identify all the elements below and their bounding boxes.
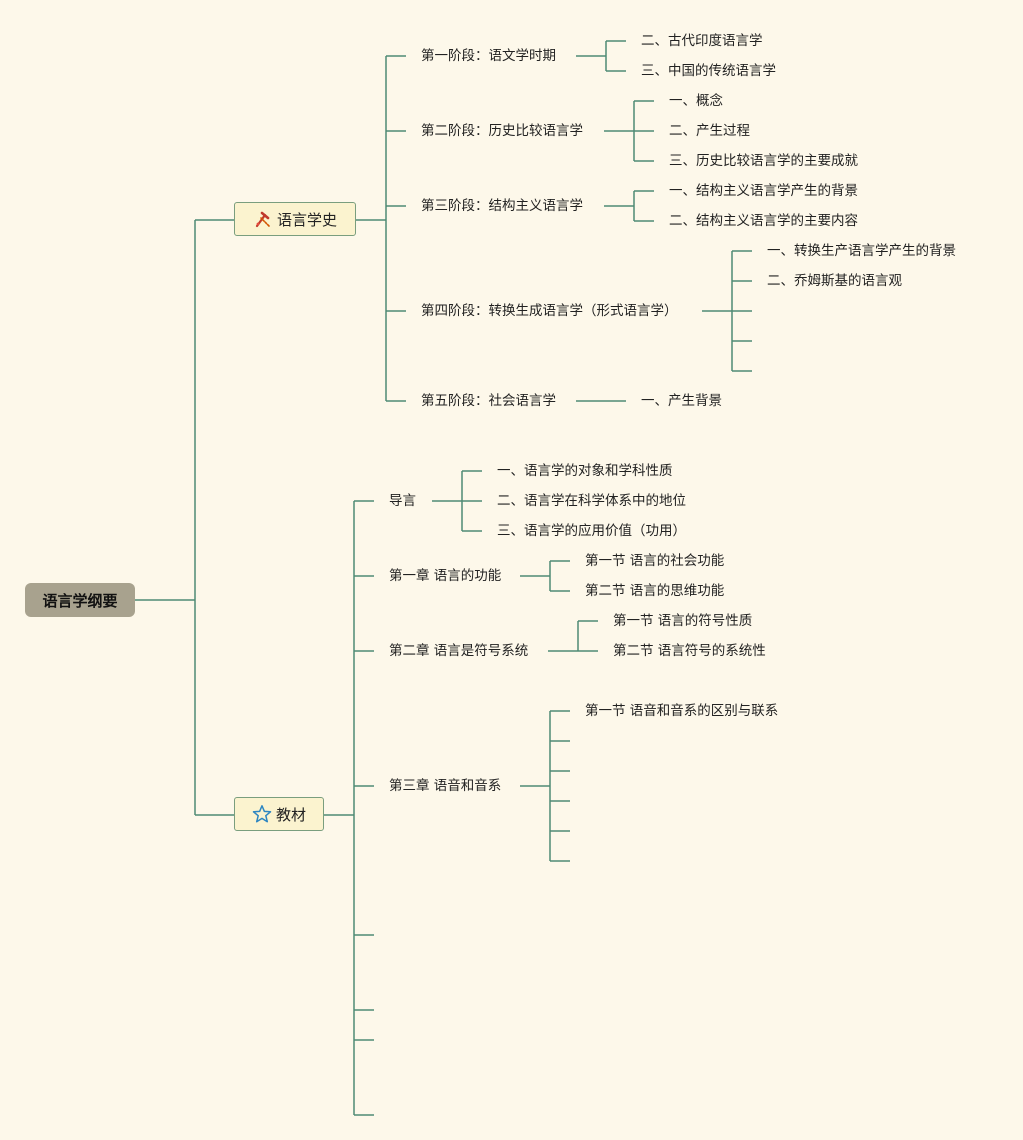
leaf-node[interactable]: 一、语言学的对象和学科性质 <box>497 463 673 479</box>
chapter-node[interactable]: 第三章 语音和音系 <box>389 778 502 794</box>
star-icon <box>252 805 272 823</box>
leaf-node[interactable]: 第一节 语音和音系的区别与联系 <box>585 703 779 719</box>
branch-history-label: 语言学史 <box>276 210 337 229</box>
branch-history[interactable]: 语言学史 <box>234 202 356 236</box>
stage-node[interactable]: 第一阶段：语文学时期 <box>421 48 556 64</box>
branch-textbook-label: 教材 <box>275 805 306 824</box>
hammers-icon <box>255 211 270 228</box>
leaf-node[interactable]: 第二节 语言的思维功能 <box>585 583 725 599</box>
leaf-node[interactable]: 二、语言学在科学体系中的地位 <box>497 493 686 509</box>
stage-node[interactable]: 第四阶段：转换生成语言学（形式语言学） <box>421 303 678 319</box>
chapter-node[interactable]: 第一章 语言的功能 <box>389 568 502 584</box>
leaf-node[interactable]: 三、语言学的应用价值（功用） <box>497 523 686 539</box>
stage-node[interactable]: 第五阶段：社会语言学 <box>421 393 556 409</box>
leaf-node[interactable]: 一、产生背景 <box>641 393 722 409</box>
leaf-node[interactable]: 二、产生过程 <box>669 123 750 139</box>
leaf-node[interactable]: 三、历史比较语言学的主要成就 <box>669 153 858 169</box>
root-topic-label: 语言学纲要 <box>42 591 118 610</box>
leaf-node[interactable]: 一、概念 <box>669 93 723 109</box>
chapter-node[interactable]: 导言 <box>389 493 416 509</box>
stage-node[interactable]: 第三阶段：结构主义语言学 <box>421 198 583 214</box>
branch-textbook[interactable]: 教材 <box>234 797 324 831</box>
stage-node[interactable]: 第二阶段：历史比较语言学 <box>421 123 583 139</box>
leaf-node[interactable]: 二、乔姆斯基的语言观 <box>767 273 902 289</box>
root-topic[interactable]: 语言学纲要 <box>25 583 135 617</box>
leaf-node[interactable]: 第一节 语言的社会功能 <box>585 553 725 569</box>
leaf-node[interactable]: 第二节 语言符号的系统性 <box>613 643 766 659</box>
leaf-node[interactable]: 一、转换生产语言学产生的背景 <box>767 243 956 259</box>
leaf-node[interactable]: 第一节 语言的符号性质 <box>613 613 753 629</box>
chapter-node[interactable]: 第二章 语言是符号系统 <box>389 643 529 659</box>
leaf-node[interactable]: 一、结构主义语言学产生的背景 <box>669 183 858 199</box>
leaf-node[interactable]: 二、古代印度语言学 <box>641 33 763 49</box>
leaf-node[interactable]: 二、结构主义语言学的主要内容 <box>669 213 858 229</box>
leaf-node[interactable]: 三、中国的传统语言学 <box>641 63 776 79</box>
